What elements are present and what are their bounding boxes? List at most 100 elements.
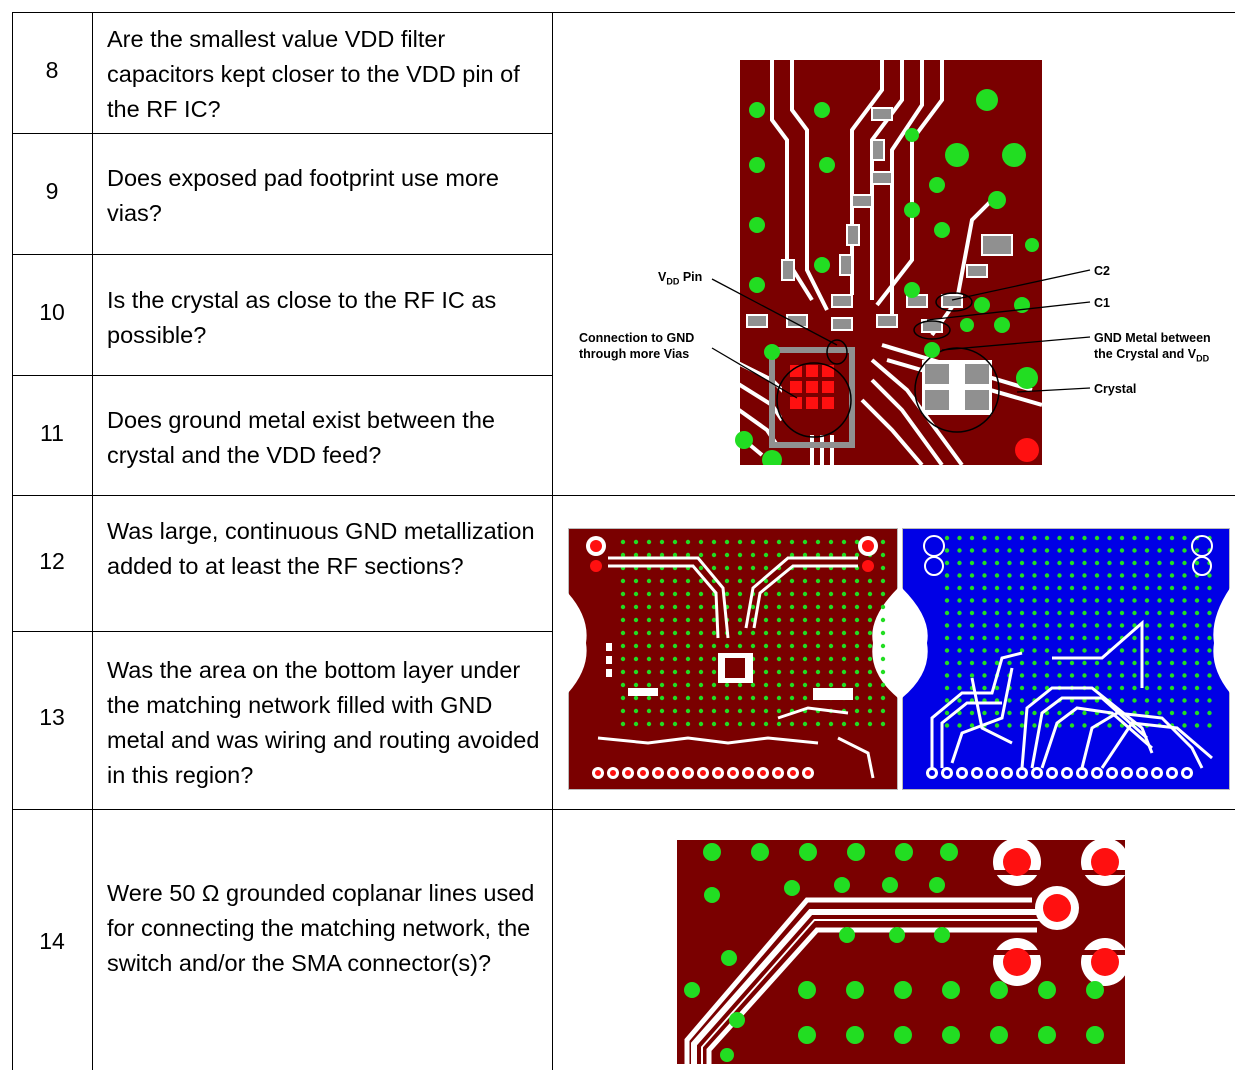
via <box>763 578 769 584</box>
via <box>969 710 975 716</box>
via <box>828 669 834 675</box>
via <box>1182 685 1187 691</box>
via <box>698 695 704 701</box>
via <box>1019 698 1025 703</box>
via <box>1044 585 1050 591</box>
via <box>841 552 847 558</box>
via <box>1157 698 1162 703</box>
via <box>737 682 743 688</box>
via <box>1069 623 1075 628</box>
via <box>1057 585 1062 591</box>
via <box>698 721 704 727</box>
via <box>982 573 987 578</box>
via <box>672 695 678 701</box>
via <box>969 573 975 578</box>
via <box>1157 573 1162 578</box>
via <box>711 682 717 688</box>
via <box>698 591 704 597</box>
via <box>867 669 873 675</box>
via <box>1082 723 1087 728</box>
via <box>1107 723 1112 728</box>
checklist-question: Was the area on the bottom layer under t… <box>107 657 540 788</box>
via <box>880 578 886 584</box>
via <box>763 695 769 701</box>
via <box>854 591 860 597</box>
via <box>763 682 769 688</box>
via <box>957 610 962 616</box>
via <box>880 695 886 701</box>
via <box>1182 560 1187 566</box>
via <box>1119 623 1125 628</box>
checklist-question: Are the smallest value VDD filter capaci… <box>107 26 520 122</box>
via <box>854 682 860 688</box>
via <box>1094 585 1100 591</box>
via <box>994 623 1000 628</box>
via <box>737 539 743 545</box>
via <box>737 617 743 623</box>
via <box>1082 598 1087 603</box>
via <box>633 617 639 623</box>
via <box>867 682 873 688</box>
via <box>789 695 795 701</box>
via <box>724 565 730 571</box>
via <box>750 565 756 571</box>
via <box>672 617 678 623</box>
via <box>1057 623 1062 628</box>
via <box>1019 648 1025 653</box>
via <box>1044 660 1050 666</box>
via <box>944 660 950 666</box>
via <box>763 617 769 623</box>
via <box>880 708 886 714</box>
via <box>620 578 626 584</box>
via <box>1032 648 1037 653</box>
via <box>944 535 950 541</box>
via <box>1032 548 1037 553</box>
via <box>1132 598 1137 603</box>
via <box>828 552 834 558</box>
via <box>841 669 847 675</box>
via <box>828 630 834 636</box>
via <box>1094 535 1100 541</box>
via <box>646 721 652 727</box>
via <box>1182 610 1187 616</box>
via <box>1194 623 1200 628</box>
via <box>1182 585 1187 591</box>
via <box>1019 585 1025 591</box>
via <box>763 669 769 675</box>
via <box>1182 623 1187 628</box>
row-divider <box>12 631 552 632</box>
via <box>1057 673 1062 678</box>
via <box>1194 648 1200 653</box>
pcb-top-layer-image <box>568 528 898 790</box>
via <box>944 548 950 553</box>
via <box>672 643 678 649</box>
via <box>646 630 652 636</box>
via <box>1019 610 1025 616</box>
via <box>620 695 626 701</box>
via <box>1082 573 1087 578</box>
via <box>815 539 821 545</box>
via <box>994 585 1000 591</box>
vdd-pin-label-suffix: Pin <box>679 270 703 284</box>
gnd-metal-label-line2-text: the Crystal and V <box>1094 347 1197 361</box>
via <box>685 721 691 727</box>
via <box>737 578 743 584</box>
via <box>1094 598 1100 603</box>
via <box>698 617 704 623</box>
via <box>815 604 821 610</box>
via <box>1057 648 1062 653</box>
via <box>828 578 834 584</box>
via <box>646 578 652 584</box>
via <box>724 695 730 701</box>
via <box>982 648 987 653</box>
via <box>1157 710 1162 716</box>
via <box>1119 573 1125 578</box>
via <box>789 617 795 623</box>
via <box>698 708 704 714</box>
via <box>982 535 987 541</box>
via <box>1044 610 1050 616</box>
via <box>1032 685 1037 691</box>
via <box>1182 723 1187 728</box>
via <box>944 673 950 678</box>
via <box>1169 648 1175 653</box>
